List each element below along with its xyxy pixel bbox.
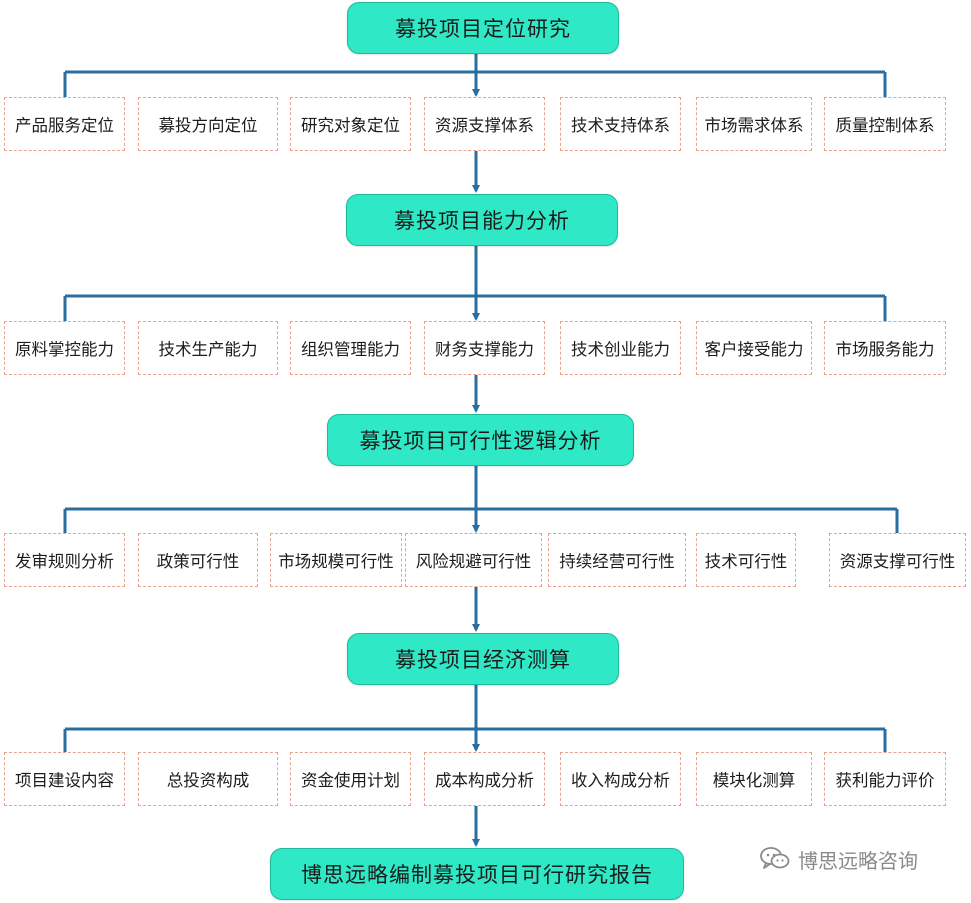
stage-3-item: 持续经营可行性 bbox=[548, 533, 686, 587]
stage-1-item: 募投方向定位 bbox=[138, 97, 278, 151]
stage-1-item: 资源支撑体系 bbox=[424, 97, 545, 151]
stage-2-item: 技术生产能力 bbox=[138, 321, 278, 375]
final-report-box: 博思远略编制募投项目可行研究报告 bbox=[270, 848, 684, 900]
wechat-icon bbox=[760, 846, 790, 872]
stage-4-title: 募投项目经济测算 bbox=[347, 633, 619, 685]
stage-1-item: 技术支持体系 bbox=[560, 97, 681, 151]
stage-2-title: 募投项目能力分析 bbox=[346, 194, 618, 246]
stage-3-item: 市场规模可行性 bbox=[270, 533, 402, 587]
stage-4-item: 收入构成分析 bbox=[560, 752, 681, 806]
stage-3-item: 发审规则分析 bbox=[4, 533, 125, 587]
stage-2-item: 原料掌控能力 bbox=[4, 321, 125, 375]
stage-4-item: 获利能力评价 bbox=[824, 752, 946, 806]
stage-2-item: 客户接受能力 bbox=[696, 321, 812, 375]
stage-3-item: 资源支撑可行性 bbox=[829, 533, 966, 587]
stage-2-item: 财务支撑能力 bbox=[424, 321, 545, 375]
stage-1-item: 产品服务定位 bbox=[4, 97, 125, 151]
stage-2-item: 组织管理能力 bbox=[290, 321, 411, 375]
stage-4-item: 资金使用计划 bbox=[290, 752, 411, 806]
stage-3-item: 技术可行性 bbox=[696, 533, 796, 587]
watermark-text: 博思远略咨询 bbox=[798, 848, 918, 873]
stage-3-title: 募投项目可行性逻辑分析 bbox=[327, 414, 634, 466]
stage-3-item: 风险规避可行性 bbox=[405, 533, 542, 587]
stage-1-item: 质量控制体系 bbox=[824, 97, 946, 151]
stage-2-item: 技术创业能力 bbox=[560, 321, 681, 375]
watermark: 博思远略咨询 bbox=[760, 843, 918, 875]
stage-1-item: 研究对象定位 bbox=[290, 97, 411, 151]
stage-4-item: 成本构成分析 bbox=[424, 752, 545, 806]
stage-4-item: 总投资构成 bbox=[138, 752, 278, 806]
stage-3-item: 政策可行性 bbox=[138, 533, 258, 587]
stage-1-item: 市场需求体系 bbox=[696, 97, 812, 151]
stage-2-item: 市场服务能力 bbox=[824, 321, 946, 375]
stage-4-item: 模块化测算 bbox=[696, 752, 812, 806]
stage-1-title: 募投项目定位研究 bbox=[347, 2, 619, 54]
stage-4-item: 项目建设内容 bbox=[4, 752, 125, 806]
